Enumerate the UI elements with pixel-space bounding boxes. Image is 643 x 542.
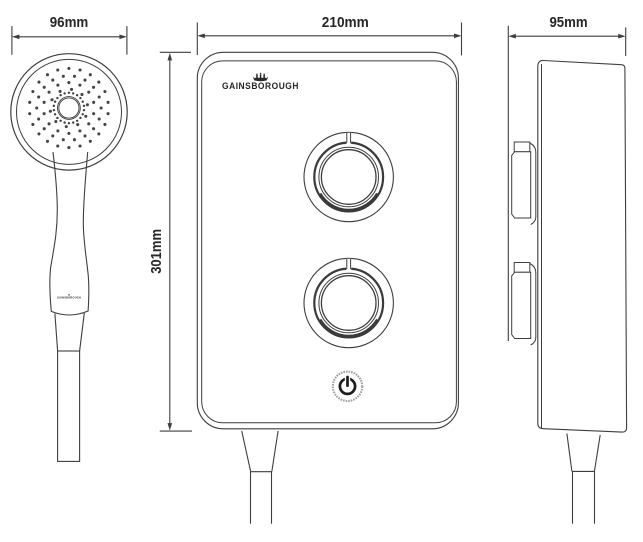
svg-text:96mm: 96mm xyxy=(50,14,89,31)
svg-text:GAINSBOROUGH: GAINSBOROUGH xyxy=(57,296,81,300)
svg-text:301mm: 301mm xyxy=(148,229,165,274)
svg-text:95mm: 95mm xyxy=(549,14,587,31)
svg-text:GAINSBOROUGH: GAINSBOROUGH xyxy=(222,81,299,91)
svg-text:210mm: 210mm xyxy=(322,14,369,31)
